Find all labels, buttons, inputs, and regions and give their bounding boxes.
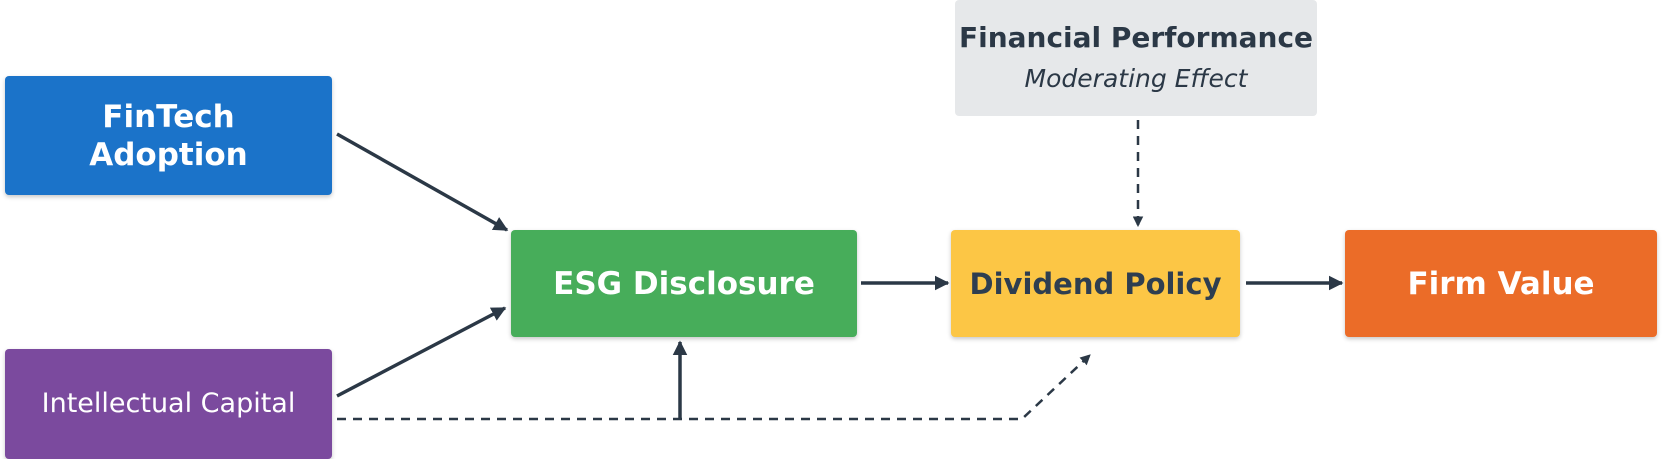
node-firm-value: Firm Value — [1345, 230, 1657, 337]
node-dividend-policy-label: Dividend Policy — [969, 266, 1222, 301]
node-financial-performance-label: Financial Performance — [958, 21, 1314, 54]
node-financial-performance-sublabel: Moderating Effect — [1024, 64, 1248, 93]
node-dividend-policy: Dividend Policy — [951, 230, 1240, 337]
node-intellectual-capital: Intellectual Capital — [5, 349, 332, 459]
node-financial-performance: Financial Performance Moderating Effect — [955, 0, 1317, 116]
node-intellectual-capital-label: Intellectual Capital — [41, 388, 296, 419]
node-esg-disclosure: ESG Disclosure — [511, 230, 857, 337]
node-esg-disclosure-label: ESG Disclosure — [553, 265, 815, 302]
node-fintech-adoption-label: FinTech Adoption — [89, 98, 248, 173]
edge-intellectual-capital-dashed-to-dividend — [337, 354, 1091, 421]
node-fintech-adoption: FinTech Adoption — [5, 76, 332, 195]
edge-fintech-to-esg — [336, 132, 509, 232]
node-firm-value-label: Firm Value — [1407, 265, 1595, 302]
edge-intellectual-capital-to-esg — [336, 306, 507, 398]
